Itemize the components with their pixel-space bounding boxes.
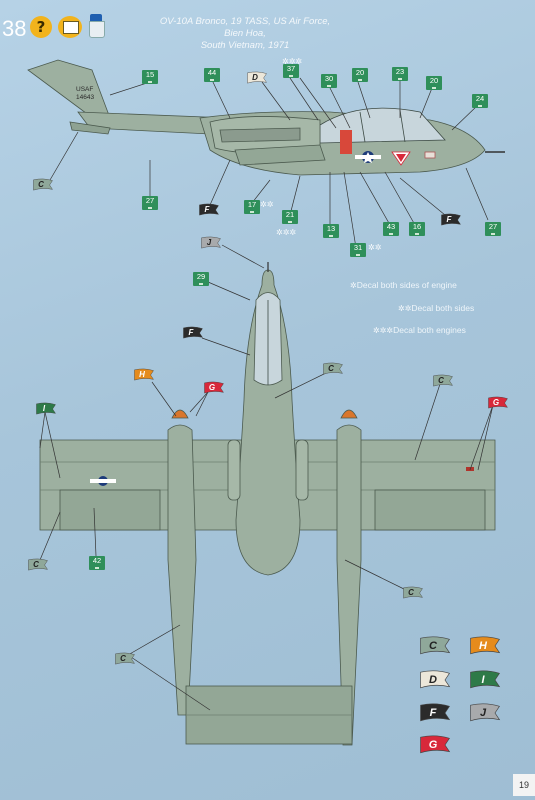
legend-flag-C: C [418, 636, 452, 656]
side-view [27, 59, 505, 176]
question-mark-icon: ? [30, 16, 52, 38]
legend-flag-F: F [418, 703, 452, 723]
leader-lines [39, 77, 494, 711]
decal-number-13: 13 [323, 224, 339, 238]
tail-serial-line-1: USAF [76, 86, 94, 93]
decal-number-17: 17 [244, 200, 260, 214]
decal-number-31: 31 [350, 243, 366, 257]
flag-callout-F: F [198, 203, 220, 217]
top-view [39, 262, 496, 746]
step-number: 38 [2, 16, 27, 41]
decal-number-29: 29 [193, 272, 209, 286]
decal-number-37: 37 [283, 64, 299, 78]
flag-callout-D: D [246, 71, 268, 85]
three-star-marker: ✲✲✲ [282, 57, 303, 66]
decal-number-30: 30 [321, 74, 337, 88]
title-line-1: OV-10A Bronco, 19 TASS, US Air Force, Bi… [159, 16, 331, 39]
flag-callout-F: F [182, 326, 204, 340]
flag-callout-C: C [114, 652, 136, 666]
flag-callout-G: G [203, 381, 225, 395]
decal-number-27: 27 [485, 222, 501, 236]
decal-number-15: 15 [142, 70, 158, 84]
two-star-marker: ✲✲ [260, 200, 274, 209]
legend-flag-J: J [468, 703, 502, 723]
legend-flag-I: I [468, 670, 502, 690]
note-two-star: ✲✲Decal both sides [398, 303, 475, 313]
flag-callout-C: C [27, 558, 49, 572]
decal-number-44: 44 [204, 68, 220, 82]
livery-title: OV-10A Bronco, 19 TASS, US Air Force, Bi… [150, 16, 340, 52]
decal-number-20: 20 [352, 68, 368, 82]
tail-serial: USAF 14643 [76, 86, 94, 102]
legend-flag-G: G [418, 735, 452, 755]
page-number: 19 [513, 774, 535, 796]
decal-number-43: 43 [383, 222, 399, 236]
flag-callout-C: C [402, 586, 424, 600]
decal-number-16: 16 [409, 222, 425, 236]
three-star-marker: ✲✲✲ [276, 228, 297, 237]
note-one-star: ✲Decal both sides of engine [350, 280, 457, 290]
decal-number-23: 23 [392, 67, 408, 81]
decal-number-42: 42 [89, 556, 105, 570]
decal-sheet-icon [58, 16, 82, 38]
decal-number-20: 20 [426, 76, 442, 90]
flag-callout-I: I [35, 402, 57, 416]
legend-flag-H: H [468, 636, 502, 656]
title-line-2: South Vietnam, 1971 [200, 40, 290, 51]
tail-serial-line-2: 14643 [76, 94, 95, 101]
flag-callout-C: C [432, 374, 454, 388]
legend-flag-D: D [418, 670, 452, 690]
flag-callout-C: C [322, 362, 344, 376]
decal-number-24: 24 [472, 94, 488, 108]
note-three-star: ✲✲✲Decal both engines [373, 325, 466, 335]
flag-callout-H: H [133, 368, 155, 382]
flag-callout-C: C [32, 178, 54, 192]
paint-jar-icon [89, 14, 105, 38]
two-star-marker: ✲✲ [368, 243, 382, 252]
flag-callout-F: F [440, 213, 462, 227]
flag-callout-J: J [200, 236, 222, 250]
decal-number-21: 21 [282, 210, 298, 224]
decal-number-27: 27 [142, 196, 158, 210]
flag-callout-G: G [487, 396, 509, 410]
